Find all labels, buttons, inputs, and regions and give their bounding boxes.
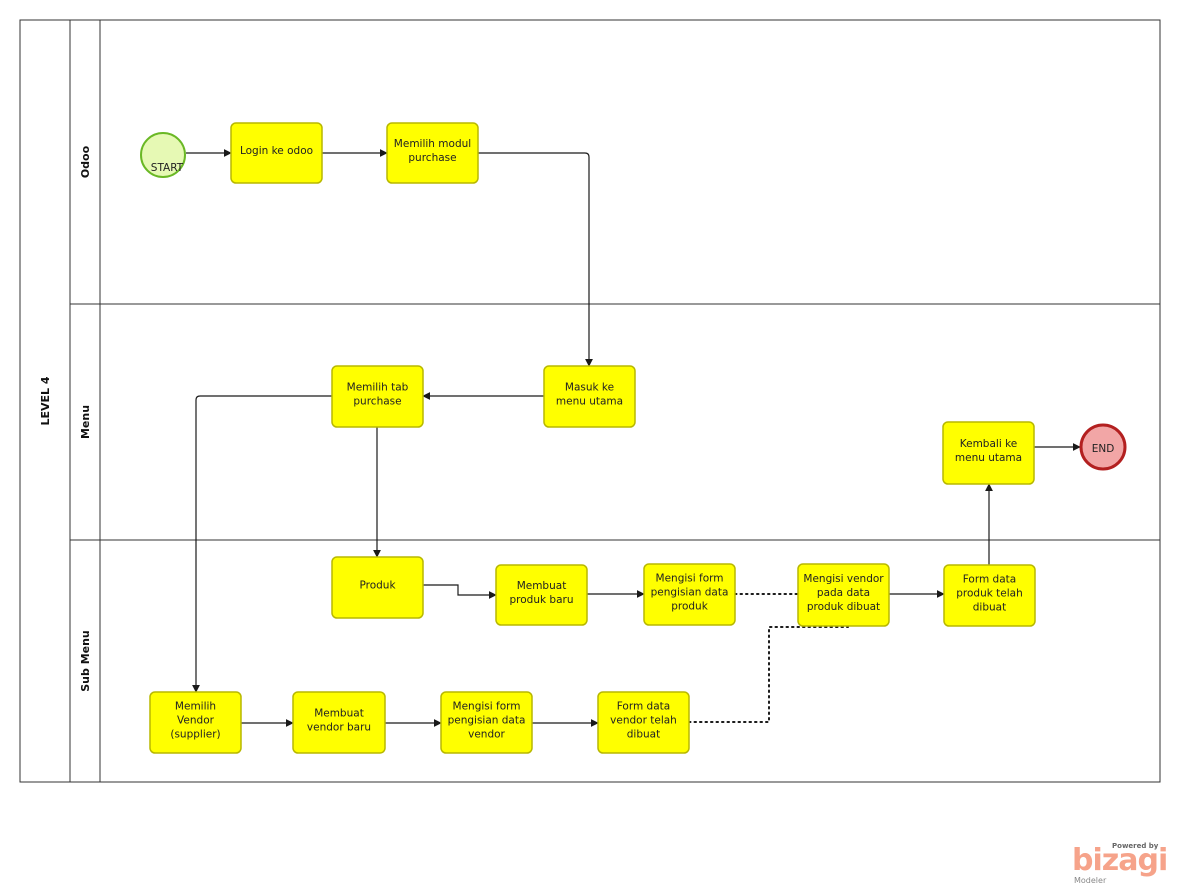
task-buat-produk[interactable]: Membuat produk baru — [495, 564, 588, 626]
associations — [688, 593, 849, 723]
task-produk-label-line: Produk — [359, 580, 396, 592]
start-event-label: START — [151, 162, 184, 174]
task-pilih-vendor-label-line: Memilih — [175, 701, 216, 713]
task-form-vendor-label-line: pengisian data — [448, 715, 526, 727]
task-vendor-dibuat-label-line: vendor telah — [610, 715, 677, 727]
task-login-box — [230, 122, 323, 184]
task-form-vendor-box — [440, 691, 533, 754]
lane-submenu: Sub Menu — [79, 630, 92, 692]
flow-pilih-tab-pilih-vendor — [192, 395, 332, 693]
flow-produk-buat-produk — [423, 584, 497, 599]
start-event-circle — [140, 132, 186, 178]
task-pilih-modul[interactable]: Memilih modul purchase — [386, 122, 479, 184]
flow-pilih-modul-masuk-menu — [478, 152, 593, 367]
task-masuk-menu[interactable]: Masuk ke menu utama — [543, 365, 636, 428]
task-vendor-dibuat[interactable]: Form data vendor telah dibuat — [597, 691, 690, 754]
task-vendor-dibuat-box — [597, 691, 690, 754]
task-produk-dibuat-label-line: produk telah — [956, 588, 1023, 600]
task-pilih-vendor-label-line: Vendor — [177, 715, 215, 727]
task-buat-vendor-label-line: vendor baru — [307, 722, 371, 734]
task-form-produk-label-line: Mengisi form — [656, 573, 724, 585]
task-produk-dibuat-label-line: dibuat — [973, 602, 1006, 614]
task-masuk-menu-label-line: Masuk ke — [565, 382, 614, 394]
end-event-label: END — [1092, 443, 1115, 455]
lane-label-odoo: Odoo — [79, 145, 92, 178]
task-vendor-produk[interactable]: Mengisi vendor pada data produk dibuat — [797, 563, 890, 627]
task-form-produk[interactable]: Mengisi form pengisian data produk — [643, 563, 736, 626]
bizagi-logo: Powered by bizagi Modeler — [1072, 841, 1168, 887]
task-produk-dibuat-label-line: Form data — [963, 574, 1016, 586]
start-event[interactable]: START — [140, 132, 186, 178]
end-event[interactable]: END — [1079, 423, 1127, 471]
task-pilih-tab[interactable]: Memilih tab purchase — [331, 365, 424, 428]
task-pilih-tab-label-line: Memilih tab — [347, 382, 409, 394]
lane-odoo: Odoo — [79, 145, 92, 178]
task-vendor-produk-label-line: Mengisi vendor — [803, 573, 884, 585]
task-kembali-box — [942, 421, 1035, 485]
task-produk[interactable]: Produk — [331, 556, 424, 619]
task-pilih-modul-label-line: Memilih modul — [394, 138, 471, 150]
task-vendor-dibuat-label-line: dibuat — [627, 729, 660, 741]
task-pilih-vendor-label-line: (supplier) — [170, 729, 220, 741]
task-pilih-modul-label-line: purchase — [408, 152, 456, 164]
end-event-circle — [1079, 423, 1127, 471]
task-vendor-produk-box — [797, 563, 890, 627]
task-pilih-modul-box — [386, 122, 479, 184]
task-buat-produk-label-line: Membuat — [517, 580, 567, 592]
task-buat-produk-label-line: produk baru — [510, 594, 574, 606]
pool-label: LEVEL 4 — [39, 376, 52, 425]
sequence-flows — [186, 149, 1081, 727]
task-kembali-label-line: menu utama — [955, 452, 1022, 464]
task-form-vendor[interactable]: Mengisi form pengisian data vendor — [440, 691, 533, 754]
task-pilih-tab-label-line: purchase — [353, 396, 401, 408]
task-vendor-dibuat-label-line: Form data — [617, 701, 670, 713]
task-produk-box — [331, 556, 424, 619]
modeler-label: Modeler — [1074, 876, 1107, 885]
lane-menu: Menu — [79, 405, 92, 439]
task-kembali[interactable]: Kembali ke menu utama — [942, 421, 1035, 485]
task-form-vendor-label-line: vendor — [468, 729, 505, 741]
task-buat-produk-box — [495, 564, 588, 626]
association-vendor-dibuat-vendor-produk — [688, 626, 849, 723]
task-vendor-produk-label-line: pada data — [817, 587, 870, 599]
task-produk-dibuat-box — [943, 564, 1036, 627]
task-pilih-vendor-box — [149, 691, 242, 754]
task-pilih-tab-box — [331, 365, 424, 428]
task-form-produk-box — [643, 563, 736, 626]
task-vendor-produk-label-line: produk dibuat — [807, 601, 880, 613]
bizagi-wordmark: bizagi — [1072, 843, 1168, 878]
lane-label-menu: Menu — [79, 405, 92, 439]
task-produk-dibuat[interactable]: Form data produk telah dibuat — [943, 564, 1036, 627]
task-form-vendor-label-line: Mengisi form — [453, 701, 521, 713]
task-form-produk-label-line: produk — [671, 601, 708, 613]
lane-label-submenu: Sub Menu — [79, 630, 92, 692]
task-buat-vendor[interactable]: Membuat vendor baru — [292, 691, 386, 754]
task-masuk-menu-box — [543, 365, 636, 428]
task-form-produk-label-line: pengisian data — [651, 587, 729, 599]
task-buat-vendor-label-line: Membuat — [314, 708, 364, 720]
powered-by-label: Powered by — [1112, 842, 1159, 850]
task-login-label-line: Login ke odoo — [240, 145, 313, 157]
task-kembali-label-line: Kembali ke — [960, 438, 1018, 450]
task-masuk-menu-label-line: menu utama — [556, 396, 623, 408]
task-login[interactable]: Login ke odoo — [230, 122, 323, 184]
task-buat-vendor-box — [292, 691, 386, 754]
